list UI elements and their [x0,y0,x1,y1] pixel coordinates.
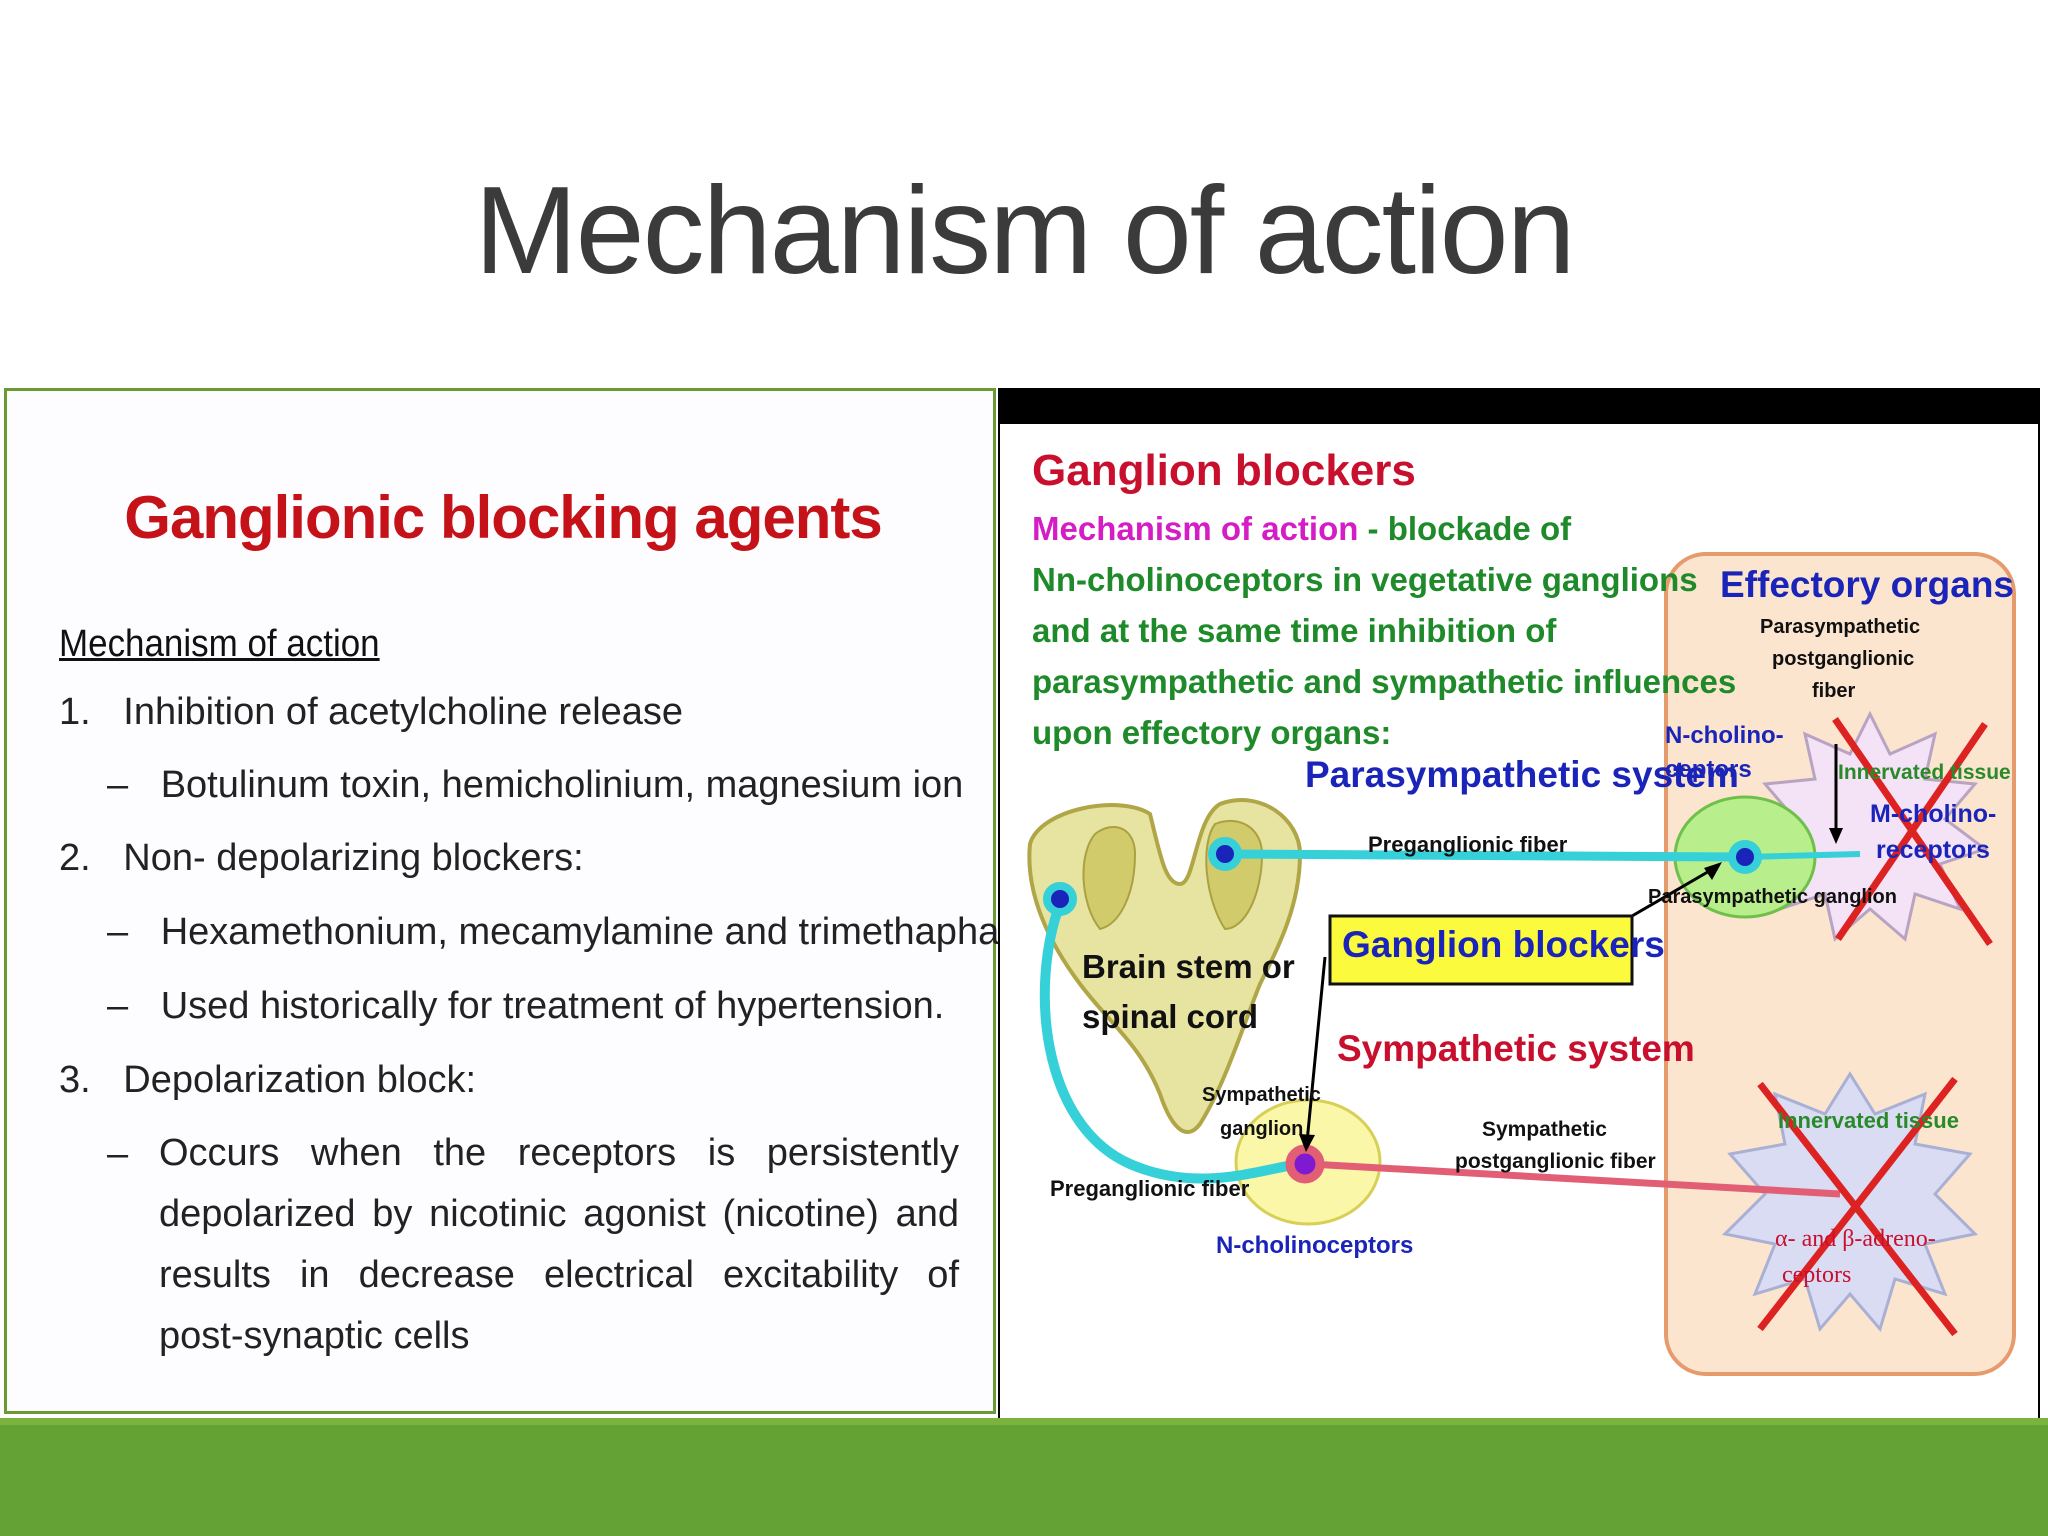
moa-line-4: parasympathetic and sympathetic influenc… [1032,663,1737,700]
arrowhead-postganglionic [1829,828,1843,844]
list-text-paragraph: Occurs when the receptors is persistentl… [159,1132,959,1357]
parasympathetic-ganglion-label: Parasympathetic ganglion [1648,886,1897,908]
list-number: 2. [59,837,91,879]
adrenoceptors-label-1: α- and β-adreno- [1775,1226,1936,1252]
moa-label: Mechanism of action [1032,510,1359,547]
sympathetic-postganglionic-label-1: Sympathetic [1482,1118,1607,1141]
brain-stem-label-2: spinal cord [1082,998,1259,1035]
moa-line-3: and at the same time inhibition of [1032,612,1557,649]
neuron-brainstem-left [1043,882,1077,916]
parasym-postganglionic-1: Parasympathetic [1760,616,1921,638]
list-dash: – [107,911,129,953]
parasym-postganglionic-2: postganglionic [1772,648,1915,670]
parasym-postganglionic-3: fiber [1812,680,1856,702]
list-number: 3. [59,1059,91,1101]
list-text: Hexamethonium, mecamylamine and trimetha… [160,911,1021,953]
cross-upper-b [1835,722,1988,941]
arrow-to-parasympathetic-ganglion [1631,864,1719,918]
diagram-frame: Ganglion blockers Mechanism of action - … [998,388,2040,1452]
preganglionic-fiber-sympathetic [1039,902,1301,1184]
parasympathetic-system-label: Parasympathetic system [1305,754,1739,795]
left-text-panel: Ganglionic blocking agents Mechanism of … [4,388,1020,1414]
list-text: Non- depolarizing blockers: [123,837,584,879]
sympathetic-postganglionic-label-2: postganglionic fiber [1455,1150,1656,1173]
list-text: Inhibition of acetylcholine release [123,691,684,733]
ganglion-blockers-diagram: Ganglion blockers Mechanism of action - … [1000,424,2038,1418]
list-text: Botulinum toxin, hemicholinium, magnesiu… [160,764,964,806]
brain-stem-inner-left [1082,825,1137,931]
moa-line-1: Mechanism of action - blockade of [1032,510,1571,548]
m-cholinoceptors-2: receptors [1876,836,1990,864]
adrenoceptors-label-2: ceptors [1782,1262,1852,1288]
list-text: Depolarization block: [123,1059,477,1101]
arrowhead-down [1299,1134,1315,1152]
diagram-title: Ganglion blockers [1032,446,1416,495]
list-item: 1. Inhibition of acetylcholine release [7,691,683,734]
list-dash: – [107,1133,129,1175]
cross-lower-b [1757,1076,1958,1332]
arrowhead-up [1704,862,1722,880]
ganglion-blockers-box-label: Ganglion blockers [1342,924,1665,965]
moa-line-2: Nn-cholinoceptors in vegetative ganglion… [1032,561,1698,598]
ganglion-blockers-box [1328,914,1634,986]
slide-title: Mechanism of action [474,162,1575,300]
sympathetic-ganglion-label-1: Sympathetic [1202,1084,1321,1106]
postganglionic-fiber-sympathetic [1309,1160,1841,1198]
preganglionic-fiber-bottom-label: Preganglionic fiber [1050,1176,1250,1201]
neuron-sympathetic-ganglion [1285,1144,1325,1184]
n-cholinoceptors-top-2: ceptors [1665,756,1752,783]
brain-stem-label-1: Brain stem or [1082,948,1295,985]
list-dash: – [107,764,129,806]
list-dash: – [107,985,129,1027]
footer-green-band [0,1425,2048,1536]
neuron-brainstem-right [1208,837,1242,871]
innervated-tissue-top-label: Innervated tissue [1838,761,2011,784]
preganglionic-fiber-top-label: Preganglionic fiber [1368,832,1568,857]
arrow-to-sympathetic-ganglion [1305,956,1327,1143]
sympathetic-ganglion-label-2: ganglion [1220,1118,1304,1140]
list-subitem: – Botulinum toxin, hemicholinium, magnes… [7,764,963,807]
postganglionic-fiber-parasympathetic [1744,851,1861,860]
list-number: 1. [59,691,91,733]
diagram-graphics [1027,552,2016,1376]
moa-line-5: upon effectory organs: [1032,714,1392,751]
n-cholinoceptors-bottom-label: N-cholinoceptors [1216,1232,1414,1259]
preganglionic-fiber-parasympathetic [1224,849,1741,862]
list-subitem: – Used historically for treatment of hyp… [7,985,944,1028]
effectory-organs-label: Effectory organs [1720,564,2015,605]
moa-text: - blockade of [1358,510,1572,547]
panel-heading: Ganglionic blocking agents [124,484,882,551]
sympathetic-system-label: Sympathetic system [1337,1028,1695,1069]
list-item: 3. Depolarization block: [7,1059,476,1102]
panel-subheading: Mechanism of action [59,623,380,665]
list-subitem: – Hexamethonium, mecamylamine and trimet… [7,911,1020,954]
innervated-tissue-upper [1751,710,1989,942]
innervated-tissue-bottom-label: Innervated tissue [1778,1108,1959,1133]
neuron-parasympathetic-ganglion [1728,840,1762,874]
list-text: Used historically for treatment of hyper… [160,985,945,1027]
m-cholinoceptors-1: M-cholino- [1870,800,1997,828]
list-item: 2. Non- depolarizing blockers: [7,837,584,880]
n-cholinoceptors-top-1: N-cholino- [1665,722,1784,749]
